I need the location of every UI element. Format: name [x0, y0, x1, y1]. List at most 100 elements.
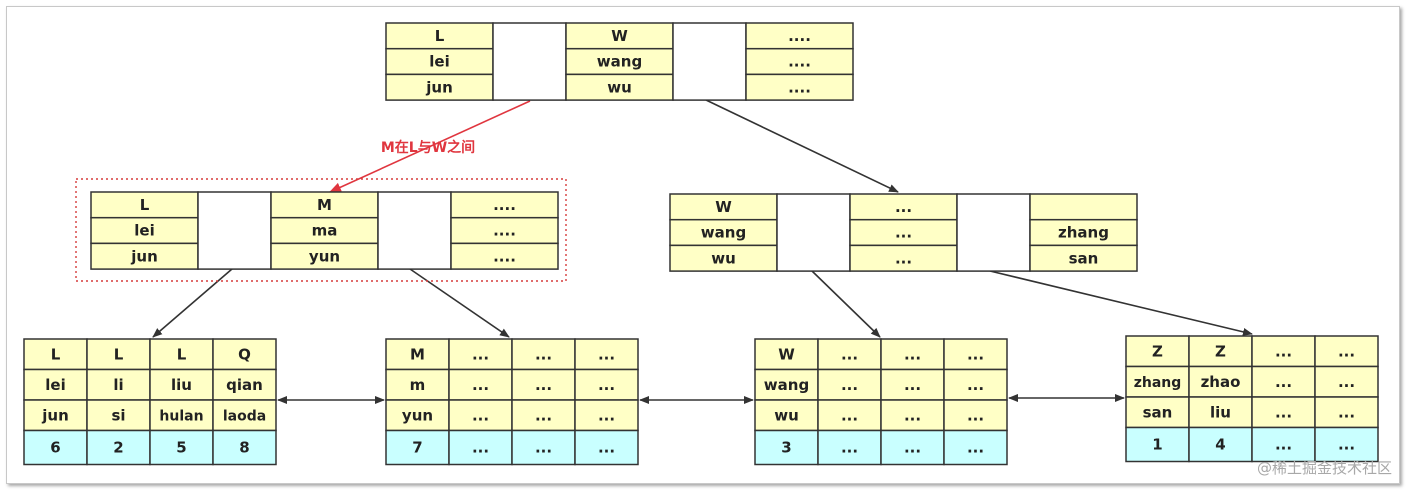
root-to-internal-1-edge	[705, 99, 899, 193]
leaf-key-cell	[212, 338, 277, 371]
leaf-value-text: 3	[781, 439, 791, 457]
leaf-key-text: ...	[1338, 403, 1355, 421]
leaf-key-text: liu	[1210, 403, 1231, 421]
leaf-key-cell	[1188, 396, 1253, 429]
leaf-key-cell	[817, 368, 882, 401]
internal-0-key-text: lei	[134, 222, 154, 240]
leaf-key-text: ...	[1275, 373, 1292, 391]
leaf-key-text: wu	[774, 406, 799, 424]
internal-1-key-cell	[1029, 244, 1138, 272]
leaf-key-text: ...	[1275, 342, 1292, 360]
leaf-key-cell	[149, 399, 214, 432]
leaf-value-cell	[86, 429, 151, 466]
internal-0-key-text: M	[317, 196, 332, 214]
leaf-key-cell	[86, 399, 151, 432]
leaf-key-text: si	[111, 406, 125, 424]
leaf-key-text: yun	[402, 406, 433, 424]
leaf-key-text: qian	[226, 376, 263, 394]
root-key-text: lei	[429, 53, 449, 71]
root-key-cell	[565, 73, 674, 101]
leaf-value-text: 2	[113, 439, 123, 457]
leaf-key-text: zhao	[1201, 373, 1241, 391]
leaf-key-text: ...	[598, 345, 615, 363]
leaf-key-text: ...	[1275, 403, 1292, 421]
root-key-text: L	[435, 27, 445, 45]
leaf-key-text: ...	[535, 376, 552, 394]
leaf-key-text: ...	[598, 376, 615, 394]
leaf-value-text: ...	[535, 439, 552, 457]
leaf-key-text: ...	[841, 376, 858, 394]
leaf-key-text: ...	[904, 376, 921, 394]
internal-1-key-cell	[849, 244, 958, 272]
leaf-value-text: 4	[1215, 436, 1225, 454]
leaf-value-cell	[880, 429, 945, 466]
leaf-key-cell	[880, 338, 945, 371]
leaf-key-text: ...	[1338, 342, 1355, 360]
leaf-key-text: ...	[1338, 373, 1355, 391]
internal-1-key-text: san	[1069, 249, 1099, 267]
leaf-key-cell	[943, 399, 1008, 432]
leaf-key-text: li	[113, 376, 123, 394]
leaf-value-cell	[1125, 426, 1190, 463]
internal-0-key-text: ma	[312, 222, 338, 240]
leaf-value-cell	[212, 429, 277, 466]
leaf-value-cell	[1314, 426, 1379, 463]
leaf-key-text: wang	[764, 376, 809, 394]
leaf-value-cell	[149, 429, 214, 466]
leaf-value-cell	[754, 429, 819, 466]
leaf-key-cell	[23, 338, 88, 371]
leaf-key-text: ...	[904, 345, 921, 363]
internal-1-key-text: W	[715, 198, 732, 216]
leaf-value-cell	[1188, 426, 1253, 463]
internal-0-key-cell	[450, 191, 559, 219]
root-pointer-slot	[672, 22, 747, 101]
internal-1-to-leaf-3-edge	[989, 270, 1253, 336]
leaf-key-text: hulan	[159, 408, 203, 424]
leaf-value-cell	[574, 429, 639, 466]
root-key-text: jun	[425, 78, 453, 96]
internal-0-key-text: yun	[309, 247, 340, 265]
leaf-value-text: ...	[1338, 436, 1355, 454]
internal-0-to-leaf-1-edge	[409, 268, 510, 338]
leaf-key-text: ...	[967, 406, 984, 424]
root-key-text: ....	[788, 78, 811, 96]
root-key-cell	[745, 73, 854, 101]
internal-1-pointer-slot	[956, 193, 1031, 272]
internal-1-key-text: ...	[895, 249, 912, 267]
internal-0-pointer-slot	[197, 191, 272, 270]
edges-layer	[152, 99, 1253, 404]
root-key-text: W	[611, 27, 628, 45]
leaf-value-text: ...	[904, 439, 921, 457]
leaf-key-text: m	[410, 376, 426, 394]
leaf-key-text: zhang	[1134, 375, 1182, 391]
leaf-key-text: liu	[171, 376, 192, 394]
leaf-value-text: 7	[412, 439, 422, 457]
leaf-key-cell	[754, 368, 819, 401]
internal-0-key-cell	[450, 216, 559, 245]
leaf-value-text: ...	[1275, 436, 1292, 454]
leaf-value-text: 8	[239, 439, 249, 457]
root-key-text: wu	[607, 78, 632, 96]
leaf-value-text: ...	[472, 439, 489, 457]
leaf-key-text: M	[410, 345, 425, 363]
leaf-key-text: laoda	[223, 408, 266, 424]
leaf-key-cell	[574, 399, 639, 432]
internal-0-key-cell	[90, 242, 199, 270]
leaf-key-text: ...	[967, 376, 984, 394]
internal-0-key-text: ....	[493, 222, 516, 240]
leaf-key-cell	[511, 338, 576, 371]
internal-1-key-text: zhang	[1058, 224, 1109, 242]
leaf-key-text: ...	[472, 376, 489, 394]
leaf-key-text: ...	[841, 406, 858, 424]
internal-0-key-cell	[450, 242, 559, 270]
leaf-key-text: ...	[841, 345, 858, 363]
leaf-key-text: jun	[41, 406, 69, 424]
leaf-value-cell	[23, 429, 88, 466]
internal-1-key-text: ...	[895, 224, 912, 242]
leaf-key-text: ...	[535, 406, 552, 424]
internal-1-key-cell	[1029, 218, 1138, 247]
internal-0-key-text: ....	[493, 196, 516, 214]
internal-1-to-leaf-2-edge	[811, 270, 881, 338]
leaf-key-cell	[448, 368, 513, 401]
leaf-value-text: 6	[50, 439, 60, 457]
